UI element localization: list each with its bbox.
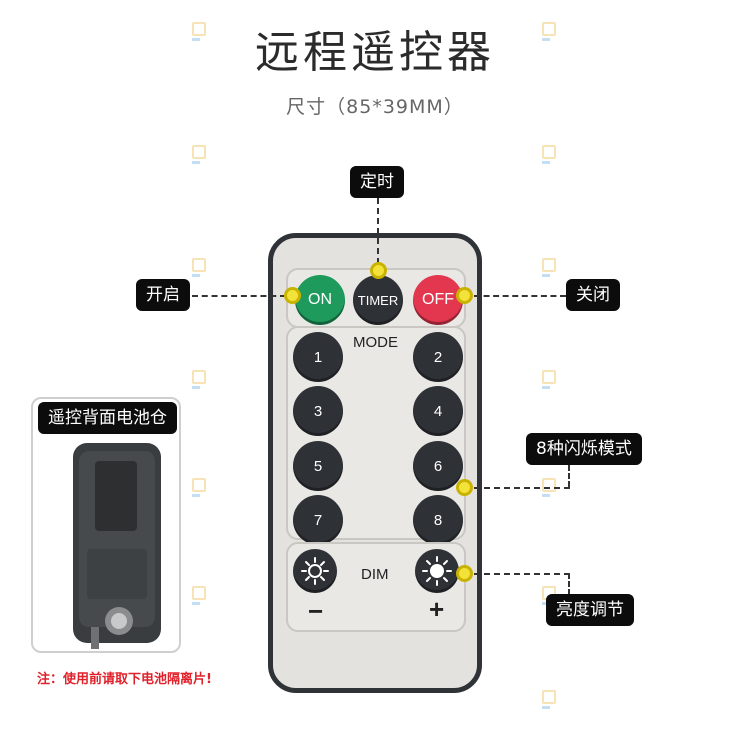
off-marker	[456, 287, 473, 304]
mode-label: MODE	[353, 334, 398, 351]
timer-marker	[370, 262, 387, 279]
timer-callout: 定时	[350, 166, 404, 198]
watermark-icon	[192, 258, 210, 277]
off-button[interactable]: OFF	[413, 275, 463, 325]
on-marker	[284, 287, 301, 304]
watermark-icon	[192, 145, 210, 164]
mode-button-1[interactable]: 1	[293, 332, 343, 382]
brightness-marker	[456, 565, 473, 582]
watermark-icon	[542, 478, 560, 497]
timer-button[interactable]: TIMER	[353, 275, 403, 325]
watermark-icon	[542, 258, 560, 277]
brightness-leader-vertical	[568, 573, 570, 595]
watermark-icon	[192, 370, 210, 389]
mode-button-7[interactable]: 7	[293, 495, 343, 545]
sun-filled-icon	[422, 556, 452, 586]
remote-back-image	[73, 443, 161, 649]
off-callout: 关闭	[566, 279, 620, 311]
page-title: 远程遥控器	[255, 27, 495, 78]
modes-leader-vertical	[568, 465, 570, 487]
modes-leader-horizontal	[474, 487, 570, 489]
watermark-icon	[542, 145, 560, 164]
watermark-icon	[192, 586, 210, 605]
mode-button-3[interactable]: 3	[293, 386, 343, 436]
mode-button-6[interactable]: 6	[413, 441, 463, 491]
back-view-callout: 遥控背面电池仓	[38, 402, 177, 434]
dim-label: DIM	[361, 566, 389, 583]
on-leader-line	[192, 295, 286, 297]
dim-up-button[interactable]	[415, 549, 459, 593]
watermark-icon	[542, 22, 560, 41]
mode-button-5[interactable]: 5	[293, 441, 343, 491]
modes-callout: 8种闪烁模式	[526, 433, 642, 465]
back-view-frame	[31, 397, 181, 653]
on-callout: 开启	[136, 279, 190, 311]
timer-leader-line	[377, 198, 379, 264]
mode-button-8[interactable]: 8	[413, 495, 463, 545]
size-note: 尺寸（85*39MM）	[286, 96, 464, 118]
dim-down-button[interactable]	[293, 549, 337, 593]
plus-label: +	[429, 594, 445, 624]
on-button[interactable]: ON	[295, 275, 345, 325]
watermark-icon	[192, 22, 210, 41]
remote-control: ON TIMER OFF MODE 1 2 3 4 5 6 7 8 DIM	[268, 233, 482, 693]
mode-button-4[interactable]: 4	[413, 386, 463, 436]
minus-label: −	[308, 596, 324, 626]
modes-marker	[456, 479, 473, 496]
mode-button-2[interactable]: 2	[413, 332, 463, 382]
watermark-icon	[192, 478, 210, 497]
warning-note: 注：使用前请取下电池隔离片!	[37, 672, 212, 687]
off-leader-line	[474, 295, 566, 297]
brightness-callout: 亮度调节	[546, 594, 634, 626]
brightness-leader-horizontal	[474, 573, 570, 575]
watermark-icon	[542, 370, 560, 389]
watermark-icon	[542, 690, 560, 709]
sun-outline-icon	[301, 557, 329, 585]
